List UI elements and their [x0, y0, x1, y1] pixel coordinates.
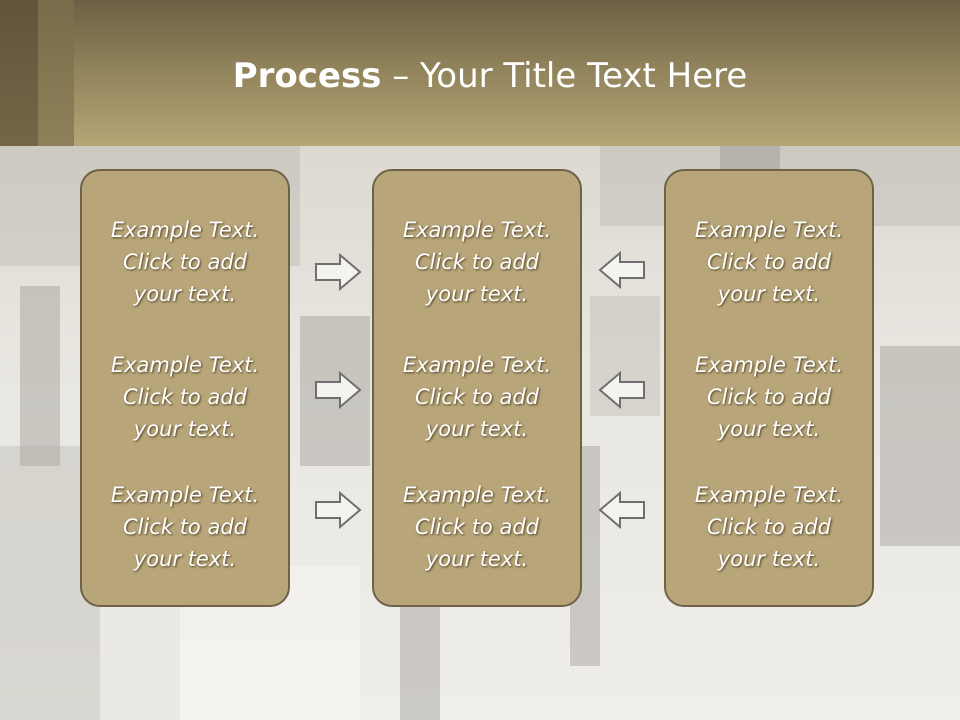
text-block[interactable]: Example Text. Click to add your text. [82, 479, 288, 575]
text-line: your text. [133, 547, 237, 571]
text-line: your text. [425, 547, 529, 571]
text-line: your text. [717, 547, 821, 571]
text-box-center[interactable]: Example Text. Click to add your text. Ex… [372, 169, 582, 607]
text-line: Example Text. [110, 353, 260, 377]
text-block[interactable]: Example Text. Click to add your text. [666, 214, 872, 310]
text-block[interactable]: Example Text. Click to add your text. [374, 349, 580, 445]
text-block[interactable]: Example Text. Click to add your text. [666, 479, 872, 575]
text-line: Click to add [414, 250, 539, 274]
arrow-right-icon [315, 252, 362, 292]
title-band [0, 0, 960, 146]
text-line: Click to add [122, 385, 247, 409]
text-line: Click to add [122, 515, 247, 539]
text-line: Click to add [414, 515, 539, 539]
text-line: Example Text. [110, 483, 260, 507]
text-line: your text. [717, 282, 821, 306]
title-rest: – Your Title Text Here [381, 56, 748, 96]
text-line: Example Text. [110, 218, 260, 242]
text-line: Example Text. [402, 483, 552, 507]
accent-stripe [0, 0, 38, 146]
text-line: Example Text. [402, 218, 552, 242]
accent-stripe [38, 0, 74, 146]
text-box-left[interactable]: Example Text. Click to add your text. Ex… [80, 169, 290, 607]
text-line: your text. [717, 417, 821, 441]
text-line: your text. [133, 417, 237, 441]
text-box-right[interactable]: Example Text. Click to add your text. Ex… [664, 169, 874, 607]
text-line: Example Text. [694, 353, 844, 377]
arrow-left-icon [598, 370, 645, 410]
text-block[interactable]: Example Text. Click to add your text. [666, 349, 872, 445]
text-line: your text. [425, 282, 529, 306]
text-line: Click to add [122, 250, 247, 274]
text-block[interactable]: Example Text. Click to add your text. [374, 479, 580, 575]
arrow-left-icon [598, 250, 645, 290]
text-line: Example Text. [694, 483, 844, 507]
text-line: your text. [133, 282, 237, 306]
arrow-right-icon [315, 490, 362, 530]
text-line: Example Text. [402, 353, 552, 377]
text-block[interactable]: Example Text. Click to add your text. [374, 214, 580, 310]
text-block[interactable]: Example Text. Click to add your text. [82, 214, 288, 310]
text-line: your text. [425, 417, 529, 441]
arrow-right-icon [315, 370, 362, 410]
title-bold: Process [232, 56, 382, 96]
text-line: Click to add [706, 515, 831, 539]
text-line: Click to add [706, 250, 831, 274]
slide-title[interactable]: Process – Your Title Text Here [0, 54, 960, 98]
text-line: Click to add [706, 385, 831, 409]
arrow-left-icon [598, 490, 645, 530]
text-line: Click to add [414, 385, 539, 409]
text-line: Example Text. [694, 218, 844, 242]
text-block[interactable]: Example Text. Click to add your text. [82, 349, 288, 445]
